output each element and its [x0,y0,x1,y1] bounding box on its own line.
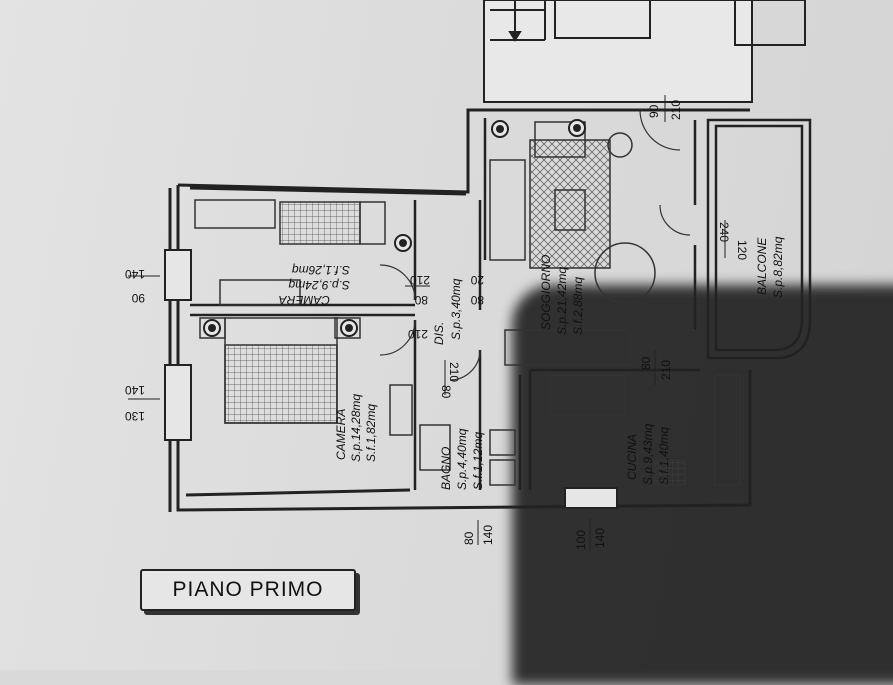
window-left-bottom-width: 140 [125,383,145,397]
door-balcone-height: 120 [735,240,749,260]
room-cucina-sf: S.f.1,40mq [657,427,671,485]
door-entrance-height: 210 [669,100,683,120]
room-balcone-sp: S.p.8,82mq [771,236,785,298]
outer-walls [168,108,752,512]
room-balcone-name: BALCONE [755,237,769,295]
stairwell [483,0,806,103]
interior-walls [190,118,700,490]
door-dis-width: 80 [470,293,484,307]
room-dis-sp: S.p.3,40mq [449,278,463,340]
floor-title: PIANO PRIMO [140,569,356,611]
room-camera-small-sp: S.p.9,24mq [288,278,350,292]
balcone-outline [706,118,812,360]
floor-plan: 140 90 140 130 80 210 210 80 20 80 210 8… [125,0,812,552]
room-camera-small-name: CAMERA [279,293,330,307]
room-labels: CAMERA S.p.9,24mq S.f.1,26mq CAMERA S.p.… [279,236,785,490]
room-cucina-sp: S.p.9,43mq [641,423,655,485]
door-cucina-width: 80 [639,356,653,370]
door-entrance-width: 90 [647,104,661,118]
bathroom-fixtures [389,384,516,486]
door-bagno-width: 80 [439,385,453,399]
door-swings [379,109,696,381]
room-dis-name: DIS. [432,322,446,345]
room-camera-big-sf: S.f.1,82mq [364,404,378,462]
living-furniture [489,121,656,366]
window-cucina-height: 140 [593,528,607,548]
door-bagno-height: 210 [447,362,461,382]
vent-circles [203,119,586,337]
room-cucina-name: CUCINA [625,434,639,480]
window-left-top-width: 140 [125,267,145,281]
room-soggiorno-name: SOGGIORNO [539,255,553,330]
room-bagno-sf: S.f.1,12mq [471,432,485,490]
window-cucina-width: 100 [574,530,588,550]
door-camera-small-height: 210 [410,273,430,287]
window-left-top-height: 90 [131,291,145,305]
door-camera-big-height: 210 [408,327,428,341]
room-bagno-name: BAGNO [439,447,453,490]
bed-big [199,317,361,424]
photo-shadow [512,285,893,685]
small-label: 20 [470,273,484,287]
door-camera-small-width: 80 [414,293,428,307]
door-cucina-height: 210 [659,360,673,380]
room-camera-big-sp: S.p.14,28mq [349,394,363,462]
room-soggiorno-sf: S.f.2,88mq [571,277,585,335]
kitchen-furniture [549,374,741,486]
room-camera-small-sf: S.f.1,26mq [292,263,350,277]
door-balcone-width: 240 [717,222,731,242]
bed-small [194,199,386,306]
room-bagno-sp: S.p.4,40mq [455,428,469,490]
window-bagno-width: 80 [462,531,476,545]
room-soggiorno-sp: S.p.21,42mq [555,267,569,335]
dimension-labels: 140 90 140 130 80 210 210 80 20 80 210 8… [125,95,749,552]
window-left-bottom-height: 130 [125,409,145,423]
windows-left [164,249,618,509]
window-bagno-height: 140 [481,525,495,545]
room-camera-big-name: CAMERA [334,409,348,460]
